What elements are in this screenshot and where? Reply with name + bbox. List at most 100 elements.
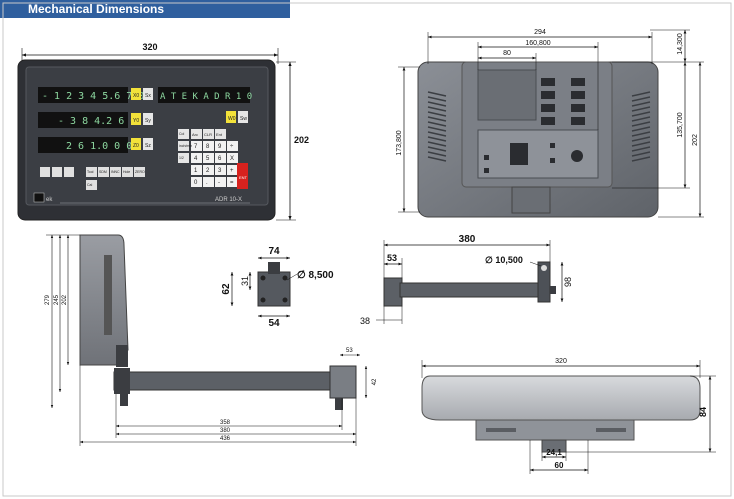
bottom-mount-boss bbox=[541, 439, 567, 453]
text-display bbox=[158, 87, 250, 103]
axis-z-button[interactable] bbox=[131, 138, 141, 150]
keypad-key-label: 4 bbox=[194, 156, 198, 162]
keypad-top-key[interactable] bbox=[191, 129, 202, 139]
keypad-key[interactable] bbox=[191, 177, 202, 187]
w-axis-button[interactable] bbox=[226, 111, 236, 123]
enter-key-label: ENT bbox=[239, 175, 248, 180]
set-w-button[interactable] bbox=[238, 111, 248, 123]
keypad-key-label: + bbox=[230, 168, 234, 174]
rear-view: 294 160,800 80 173,800 14,300 135,700 20… bbox=[396, 29, 704, 218]
axis-x-label: X0 bbox=[133, 93, 139, 99]
func-key-label: INNC bbox=[111, 170, 120, 174]
rear-dim-135700: 135,700 bbox=[677, 112, 684, 137]
keypad-key-label: 2 bbox=[206, 168, 210, 174]
keypad-top-label: Arc bbox=[192, 132, 198, 137]
func-key-7[interactable] bbox=[122, 167, 133, 177]
bracket-hole-icon bbox=[282, 297, 288, 303]
bottom-dim-84: 84 bbox=[698, 407, 708, 417]
keypad-key[interactable] bbox=[191, 165, 202, 175]
func-key-label: ZERO bbox=[135, 170, 145, 174]
keypad-key[interactable] bbox=[203, 153, 214, 163]
arm-clamp bbox=[537, 261, 551, 303]
keypad-key-label: 9 bbox=[218, 144, 222, 150]
func-key-label: SDM bbox=[99, 170, 107, 174]
func-key-label: Cal bbox=[87, 183, 92, 187]
side-arm-clamp-left bbox=[114, 368, 130, 394]
bracket-dim-74: 74 bbox=[268, 246, 280, 257]
func-key-4[interactable] bbox=[86, 167, 97, 177]
set-x-button[interactable] bbox=[143, 88, 153, 100]
keypad-key[interactable] bbox=[227, 165, 238, 175]
page-title: Mechanical Dimensions bbox=[28, 2, 165, 16]
keypad-key-label: - bbox=[218, 180, 220, 186]
keypad-key[interactable] bbox=[227, 141, 238, 151]
side-key-label: Col bbox=[179, 132, 184, 136]
keypad-key[interactable] bbox=[191, 141, 202, 151]
set-y-button[interactable] bbox=[143, 113, 153, 125]
bottom-dim-241: 24,1 bbox=[546, 448, 562, 457]
arm-dim-53: 53 bbox=[387, 253, 397, 263]
side-key-label: inch/mm bbox=[179, 144, 192, 148]
aux-connector bbox=[484, 155, 489, 160]
keypad-key[interactable] bbox=[215, 141, 226, 151]
keypad-key[interactable] bbox=[215, 177, 226, 187]
mount-bracket-view: 74 54 62 31 ∅ 8,500 bbox=[221, 246, 334, 329]
bracket-stud bbox=[268, 262, 280, 274]
encoder-connector bbox=[571, 104, 585, 112]
keypad-top-key[interactable] bbox=[203, 129, 214, 139]
side-dim-436: 436 bbox=[220, 436, 231, 442]
bottom-dim-320: 320 bbox=[555, 358, 567, 365]
mount-boss bbox=[511, 186, 551, 214]
keypad-key[interactable] bbox=[203, 165, 214, 175]
keypad-key[interactable] bbox=[215, 165, 226, 175]
keypad-key[interactable] bbox=[215, 153, 226, 163]
side-key[interactable] bbox=[178, 153, 189, 163]
side-arm bbox=[113, 371, 347, 391]
func-key-1[interactable] bbox=[40, 167, 50, 177]
axis-y-button[interactable] bbox=[131, 113, 141, 125]
func-key-2[interactable] bbox=[52, 167, 62, 177]
keypad-key-label: 3 bbox=[218, 168, 222, 174]
keypad-key-label: 8 bbox=[206, 144, 210, 150]
enter-key[interactable] bbox=[237, 163, 248, 189]
set-y-label: Sy bbox=[145, 118, 151, 124]
side-bolt-right bbox=[335, 398, 343, 410]
bracket-hole-icon bbox=[282, 275, 288, 281]
side-key[interactable] bbox=[178, 129, 189, 139]
text-display-value: A T E K A D R 1 0 bbox=[160, 92, 252, 102]
bracket-hole-icon bbox=[260, 297, 266, 303]
bottom-dim-60: 60 bbox=[555, 461, 564, 470]
axis-y-label: Y0 bbox=[133, 118, 139, 124]
rear-label-recess bbox=[477, 69, 537, 121]
arm-pivot-hole-icon bbox=[541, 265, 547, 271]
display-z bbox=[38, 137, 128, 153]
set-z-button[interactable] bbox=[143, 138, 153, 150]
bracket-dim-62: 62 bbox=[221, 283, 232, 295]
func-key-6[interactable] bbox=[110, 167, 121, 177]
side-view: 279 245 202 53 42 358 380 436 bbox=[45, 234, 378, 446]
aux-connector bbox=[484, 168, 489, 173]
func-key-3[interactable] bbox=[64, 167, 74, 177]
keypad-key[interactable] bbox=[227, 177, 238, 187]
keypad-key[interactable] bbox=[227, 153, 238, 163]
func-key-5[interactable] bbox=[98, 167, 109, 177]
ground-terminal bbox=[571, 150, 583, 162]
axis-x-button[interactable] bbox=[131, 88, 141, 100]
side-key[interactable] bbox=[178, 141, 189, 151]
func-key-8[interactable] bbox=[134, 167, 145, 177]
func-key-label: Hole bbox=[123, 170, 130, 174]
func-key-9[interactable] bbox=[86, 180, 97, 190]
display-z-value: 2 6 1.0 0 0 bbox=[66, 141, 132, 152]
keypad-key[interactable] bbox=[203, 177, 214, 187]
bracket-dim-phi: ∅ 8,500 bbox=[297, 270, 334, 281]
keypad-top-label: Ent bbox=[216, 132, 223, 137]
axis-z-label: Z0 bbox=[133, 143, 139, 149]
keypad-top-key[interactable] bbox=[215, 129, 226, 139]
keypad-key[interactable] bbox=[203, 141, 214, 151]
bottom-housing bbox=[421, 375, 701, 421]
encoder-connector bbox=[541, 104, 555, 112]
bracket-hole-icon bbox=[260, 275, 266, 281]
keypad-key-label: 6 bbox=[218, 156, 222, 162]
keypad-key[interactable] bbox=[191, 153, 202, 163]
